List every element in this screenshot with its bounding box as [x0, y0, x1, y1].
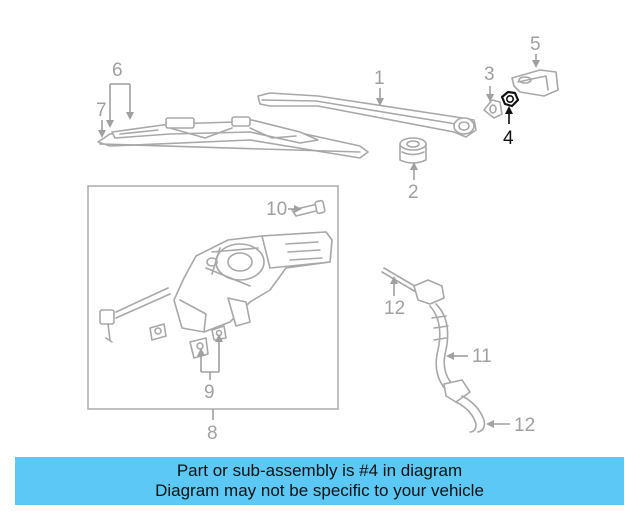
callout-8: 8	[207, 423, 218, 444]
callout-2: 2	[408, 182, 419, 203]
callout-10: 10	[266, 199, 287, 220]
wiper-blade-assembly	[97, 116, 369, 159]
callout-11: 11	[472, 346, 492, 367]
callout-9: 9	[204, 382, 215, 403]
motor-bushings	[149, 323, 227, 359]
motor-long-bolt	[99, 287, 171, 343]
callout-5: 5	[530, 34, 541, 55]
parts-diagram: 1 2 3 4 5 6 7 8 9 10 11 12 12	[87, 34, 559, 444]
banner-disclaimer-line: Diagram may not be specific to your vehi…	[155, 481, 484, 500]
nut-highlighted[interactable]	[500, 90, 520, 108]
callout-3: 3	[484, 64, 495, 85]
wiper-motor	[173, 231, 333, 333]
washer	[483, 99, 503, 119]
callout-6: 6	[112, 60, 123, 81]
callout-7: 7	[96, 100, 107, 121]
arm-cover	[511, 69, 559, 97]
callout-4[interactable]: 4	[503, 128, 514, 149]
wiper-arm	[257, 92, 477, 138]
callout-12-upper: 12	[384, 298, 405, 319]
banner-part-line: Part or sub-assembly is #4 in diagram	[176, 461, 463, 480]
washer-hose	[381, 267, 486, 433]
callout-1: 1	[374, 68, 385, 89]
motor-bolt-top	[291, 199, 326, 217]
info-banner: Part or sub-assembly is #4 in diagram Di…	[15, 457, 624, 505]
callout-12-lower: 12	[514, 415, 535, 436]
grommet	[399, 137, 427, 164]
